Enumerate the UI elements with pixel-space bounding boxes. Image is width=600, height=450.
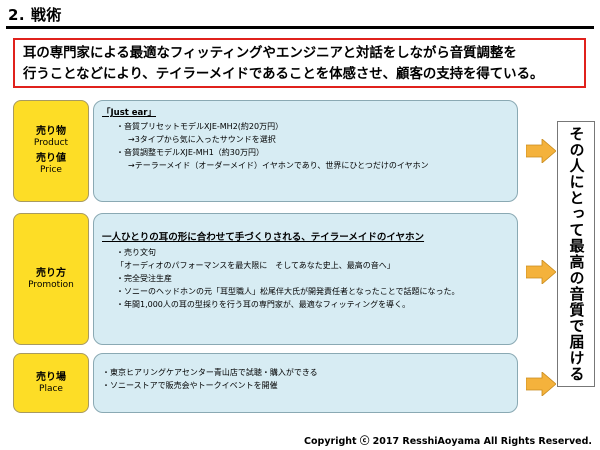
content-place: ・東京ヒアリングケアセンター青山店で試聴・購入ができる ・ソニーストアで販売会や… (93, 353, 518, 413)
label-product-price: 売り物 Product 売り値 Price (13, 100, 89, 202)
label-place-jp: 売り場 (36, 371, 66, 383)
arrow-right-icon (526, 139, 556, 163)
summary-box: 耳の専門家による最適なフィッティングやエンジニアと対話をしながら音質調整を 行う… (13, 38, 586, 88)
conclusion-text: その人にとって最高の音質で届ける (567, 126, 586, 382)
label-promotion: 売り方 Promotion (13, 213, 89, 345)
content-promotion: 一人ひとりの耳の形に合わせて手づくりされる、テイラーメイドのイヤホン ・売り文句… (93, 213, 518, 345)
promotion-line: ・年間1,000人の耳の型採りを行う耳の専門家が、最適なフィッティングを導く。 (116, 300, 411, 309)
label-price-en: Price (40, 165, 62, 175)
promotion-line: ・完全受注生産 (116, 274, 172, 283)
product-line: →3タイプから気に入ったサウンドを選択 (128, 135, 276, 144)
summary-line-1: 耳の専門家による最適なフィッティングやエンジニアと対話をしながら音質調整を (23, 46, 517, 61)
place-line: ・東京ヒアリングケアセンター青山店で試聴・購入ができる (102, 368, 318, 377)
label-product-en: Product (33, 138, 69, 148)
label-place-en: Place (39, 383, 63, 394)
product-line: →テーラーメイド（オーダーメイド）イヤホンであり、世界にひとつだけのイヤホン (128, 161, 429, 170)
product-line: ・音質プリセットモデルXJE-MH2(約20万円） (116, 122, 284, 131)
label-promotion-jp: 売り方 (36, 267, 66, 279)
title-underline (6, 26, 594, 29)
product-line: ・音質調整モデルXJE-MH1（約30万円） (116, 148, 264, 157)
label-product-jp: 売り物 (36, 126, 66, 137)
summary-line-2: 行うことなどにより、テイラーメイドであることを体感させ、顧客の支持を得ている。 (23, 67, 544, 82)
promotion-heading: 一人ひとりの耳の形に合わせて手づくりされる、テイラーメイドのイヤホン (102, 232, 425, 243)
arrow-right-icon (526, 260, 556, 284)
promotion-line: 「オーディオのパフォーマンスを最大限に そしてあなた史上、最高の音へ」 (116, 261, 395, 270)
label-promotion-en: Promotion (28, 279, 74, 290)
label-place: 売り場 Place (13, 353, 89, 413)
slide-title: 2. 戦術 (8, 6, 62, 24)
promotion-line: ・ソニーのヘッドホンの元「耳型職人」松尾伴大氏が開発責任者となったことで話題にな… (116, 287, 460, 296)
product-heading: 「Just ear」 (102, 108, 156, 118)
place-line: ・ソニーストアで販売会やトークイベントを開催 (102, 381, 278, 390)
arrow-right-icon (526, 372, 556, 396)
conclusion-box: その人にとって最高の音質で届ける (557, 121, 595, 387)
content-product: 「Just ear」 ・音質プリセットモデルXJE-MH2(約20万円） →3タ… (93, 100, 518, 202)
label-price-jp: 売り値 (36, 153, 66, 164)
copyright-notice: Copyright ⓒ 2017 ResshiAoyama All Rights… (304, 436, 592, 447)
promotion-line: ・売り文句 (116, 248, 156, 257)
